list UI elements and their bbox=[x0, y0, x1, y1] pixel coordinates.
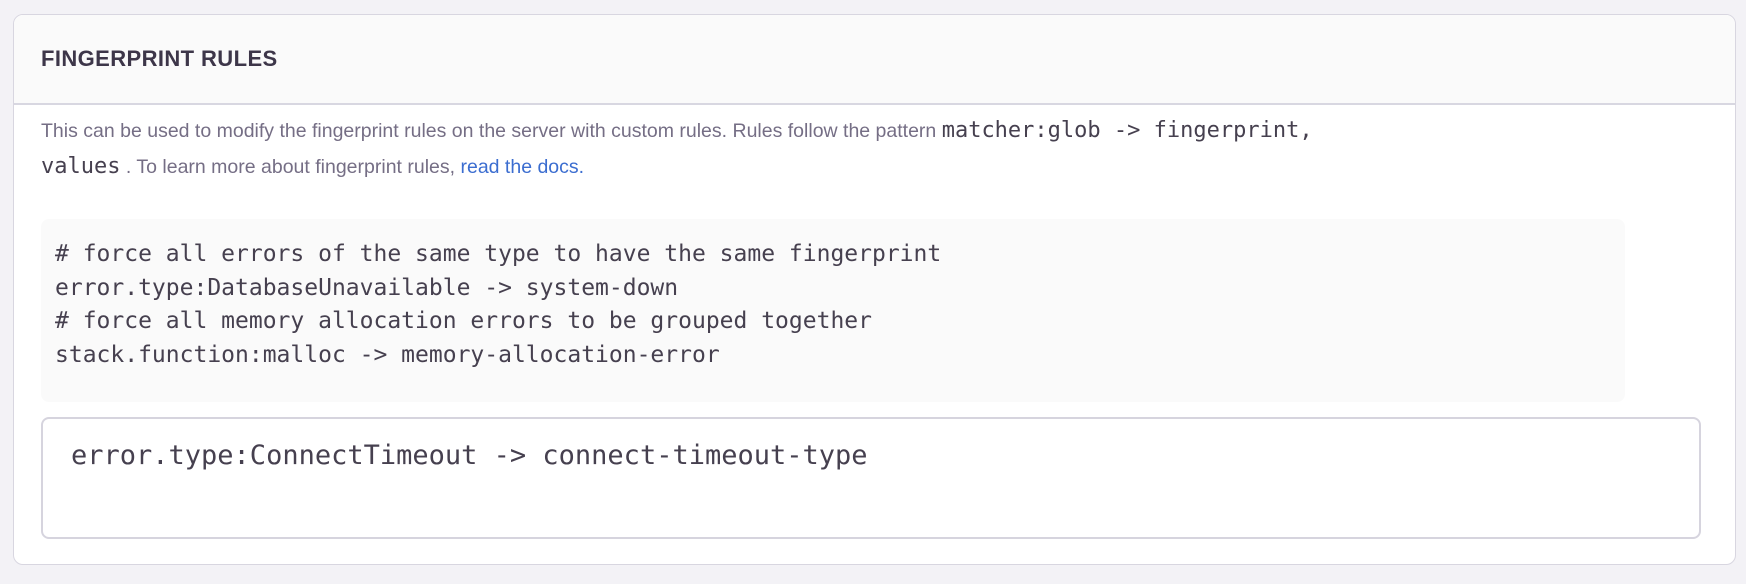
read-the-docs-link[interactable]: read the docs. bbox=[460, 156, 585, 178]
panel-header: FINGERPRINT RULES bbox=[14, 15, 1735, 105]
description-text-1: This can be used to modify the fingerpri… bbox=[41, 120, 937, 142]
panel-title: FINGERPRINT RULES bbox=[41, 46, 278, 71]
example-code-block: # force all errors of the same type to h… bbox=[41, 219, 1625, 402]
description-text-2: . To learn more about fingerprint rules, bbox=[125, 156, 456, 178]
panel-body: This can be used to modify the fingerpri… bbox=[14, 105, 1735, 539]
inline-code-values: values bbox=[41, 154, 121, 179]
fingerprint-rules-panel: FINGERPRINT RULES This can be used to mo… bbox=[13, 14, 1736, 565]
inline-code-pattern: matcher:glob -> fingerprint, bbox=[941, 118, 1313, 143]
fingerprint-rules-textarea[interactable]: error.type:ConnectTimeout -> connect-tim… bbox=[41, 417, 1701, 539]
panel-description: This can be used to modify the fingerpri… bbox=[41, 113, 1671, 185]
